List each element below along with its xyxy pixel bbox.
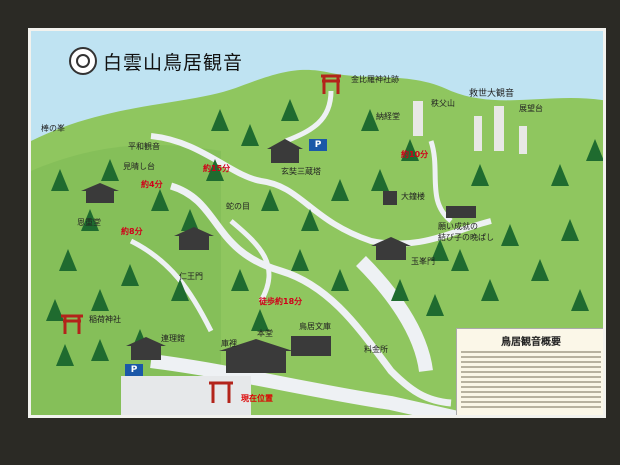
label-hondo: 本堂 xyxy=(257,329,273,338)
label-hebi: 蛇の目 xyxy=(226,202,250,211)
label-sankinsho: 料金所 xyxy=(364,345,388,354)
label-mi: 見晴し台 xyxy=(123,162,155,171)
info-heading: 鳥居観音概要 xyxy=(501,337,561,348)
label-bo: 棒の峯 xyxy=(41,124,65,133)
label-chichibu: 秩父山 xyxy=(431,99,455,108)
temple-crest-icon xyxy=(69,47,97,75)
label-daisho: 大鐘楼 xyxy=(401,192,425,201)
label-kuri: 庫裡 xyxy=(221,339,237,348)
label-inari: 稲荷神社 xyxy=(89,315,121,324)
time-8min: 約8分 xyxy=(121,227,143,236)
label-gyoku: 玉峯門 xyxy=(411,257,435,266)
label-heiwa: 平和観音 xyxy=(128,142,160,151)
label-onshin: 恩重堂 xyxy=(77,218,101,227)
time-15min: 約15分 xyxy=(203,164,231,173)
time-10min: 約10分 xyxy=(401,150,429,159)
label-nenju: 願い成就の 結び子の晩ぱし xyxy=(438,222,494,242)
current-location-label: 現在位置 xyxy=(241,394,273,403)
map-illustration xyxy=(31,69,603,415)
time-4min: 約4分 xyxy=(141,180,163,189)
label-nokotsu: 納経堂 xyxy=(376,112,400,121)
parking-sign-top: P xyxy=(309,139,327,151)
label-kyusei: 救世大観音 xyxy=(469,89,515,99)
map-title: 白雲山鳥居観音 xyxy=(103,51,244,74)
label-torii-bunko: 鳥居文庫 xyxy=(299,322,331,331)
label-genjo: 玄奘三蔵塔 xyxy=(281,167,321,176)
info-box: 鳥居観音概要 xyxy=(456,328,603,415)
title-block: 白雲山鳥居観音 xyxy=(69,47,243,75)
label-renri: 連理館 xyxy=(161,334,185,343)
parking-sign: P xyxy=(125,364,143,376)
time-18min: 徒歩約18分 xyxy=(259,297,303,306)
label-konpira: 金比羅神社跡 xyxy=(351,75,399,84)
map-board: 白雲山鳥居観音 金比羅神社跡 救世大観音 秩父山 展望台 平和観音 棒の峯 見晴… xyxy=(28,28,606,418)
label-nio: 仁王門 xyxy=(179,272,203,281)
label-tenbo: 展望台 xyxy=(519,104,543,113)
